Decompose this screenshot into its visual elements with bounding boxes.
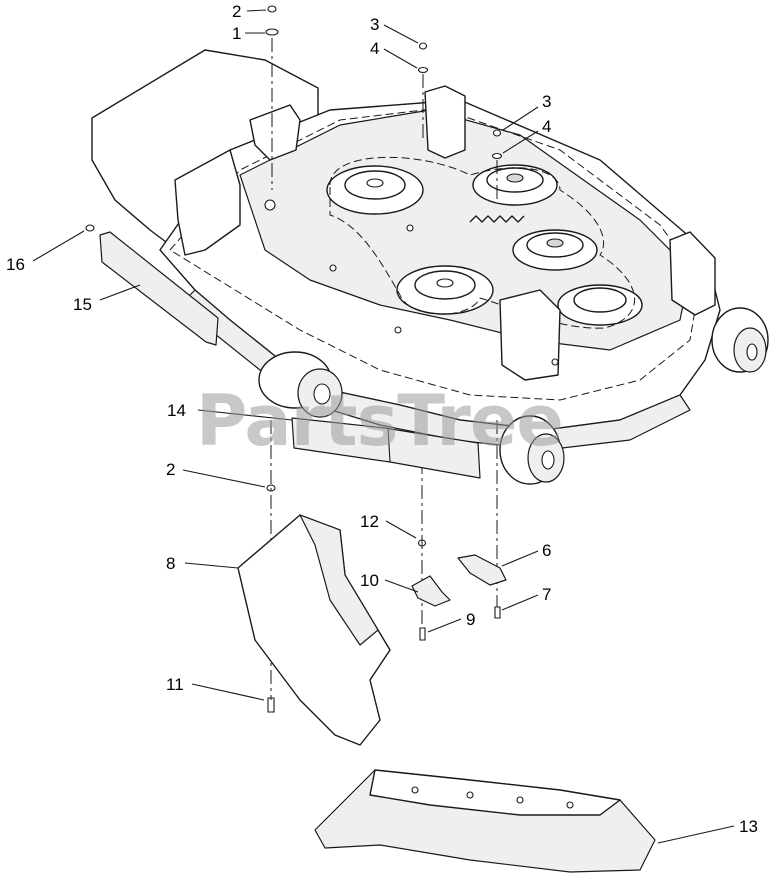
callout-9: 9 — [466, 610, 475, 629]
washer-4-right — [491, 152, 503, 160]
callout-6: 6 — [542, 541, 551, 560]
callout-13: 13 — [739, 817, 758, 836]
nut-2-top — [267, 5, 277, 13]
part-15-baffle-strip — [99, 231, 219, 346]
cover-hole — [516, 796, 524, 804]
deck-bolt — [329, 264, 337, 272]
callout-3: 3 — [542, 92, 551, 111]
callout-16: 16 — [6, 255, 25, 274]
callout-4: 4 — [542, 117, 551, 136]
bolt-9 — [419, 627, 426, 641]
right-rear-bracket — [669, 231, 716, 316]
nut-3-upper — [418, 42, 428, 50]
deck-bolt — [551, 358, 559, 366]
callout-1: 1 — [232, 24, 241, 43]
left-hitch-bracket — [174, 149, 241, 256]
right-front-gauge-wheel — [499, 415, 565, 485]
bolt-7 — [494, 606, 501, 619]
right-rear-gauge-wheel — [711, 307, 769, 373]
rear-upright-bracket — [424, 85, 466, 159]
callout-12: 12 — [360, 512, 379, 531]
deck-hidden-outline — [169, 107, 701, 401]
left-gauge-wheel — [258, 351, 343, 418]
cover-hole — [411, 786, 419, 794]
washer-1 — [265, 28, 279, 36]
part-8-baffle-face — [299, 514, 379, 646]
callout-3: 3 — [370, 15, 379, 34]
cover-hole — [466, 791, 474, 799]
deck-bolt — [394, 326, 402, 334]
nut-3-right — [492, 129, 502, 137]
part-13-cover-top — [369, 769, 621, 816]
deck-bolt — [264, 199, 276, 211]
idler-pulley-upper — [472, 164, 558, 206]
callout-2: 2 — [232, 2, 241, 21]
left-spindle-pulley — [326, 165, 424, 215]
center-hitch-bracket — [249, 104, 301, 161]
part-10-deflector-clip — [411, 575, 451, 607]
right-spindle-pulley — [557, 284, 643, 326]
callout-2: 2 — [166, 460, 175, 479]
screw-16 — [85, 224, 95, 232]
deck-bolt — [406, 224, 414, 232]
washer-4-upper — [417, 66, 429, 74]
part-14-baffle-plate — [291, 417, 481, 479]
bolt-11 — [267, 697, 275, 713]
drive-belt — [329, 156, 635, 329]
cover-hole — [566, 801, 574, 809]
callout-8: 8 — [166, 554, 175, 573]
callout-15: 15 — [73, 295, 92, 314]
right-front-bracket — [499, 289, 561, 381]
idler-pulley-lower — [512, 229, 598, 271]
idler-spring — [469, 215, 525, 223]
leader-lines — [32, 9, 735, 844]
callout-7: 7 — [542, 585, 551, 604]
center-spindle-pulley — [396, 265, 494, 315]
callout-4: 4 — [370, 39, 379, 58]
part-6-deflector-clip — [457, 554, 507, 586]
mower-deck-assembly — [91, 49, 769, 485]
watermark-text: PartsTree — [196, 380, 563, 462]
callout-14: 14 — [167, 401, 186, 420]
callout-labels: 1 2 3 4 3 4 16 15 14 2 12 6 8 10 7 9 11 … — [6, 2, 758, 836]
callout-11: 11 — [166, 675, 184, 694]
callout-10: 10 — [360, 571, 379, 590]
